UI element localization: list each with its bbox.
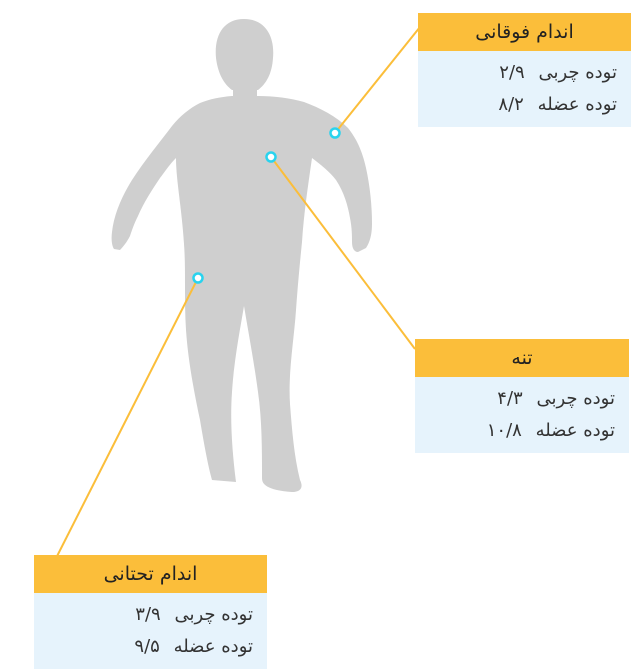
fat-mass-label: توده چربی bbox=[536, 388, 615, 409]
callout-title: تنه bbox=[415, 339, 629, 377]
muscle-mass-label: توده عضله bbox=[174, 636, 253, 657]
fat-mass-row: توده چربی ۲/۹ bbox=[418, 57, 617, 89]
muscle-mass-value: ۹/۵ bbox=[134, 636, 159, 657]
fat-mass-row: توده چربی ۳/۹ bbox=[34, 599, 253, 631]
fat-mass-value: ۲/۹ bbox=[499, 62, 524, 83]
muscle-mass-row: توده عضله ۹/۵ bbox=[34, 631, 253, 663]
connector-upper-limbs bbox=[335, 27, 420, 133]
connector-lower-limbs bbox=[48, 278, 198, 574]
callout-title: اندام فوقانی bbox=[418, 13, 631, 51]
muscle-mass-value: ۱۰/۸ bbox=[487, 420, 522, 441]
callout-body: توده چربی ۴/۳ توده عضله ۱۰/۸ bbox=[415, 377, 629, 453]
callout-title: اندام تحتانی bbox=[34, 555, 267, 593]
muscle-mass-value: ۸/۲ bbox=[498, 94, 523, 115]
muscle-mass-label: توده عضله bbox=[536, 420, 615, 441]
marker-lower-limbs bbox=[194, 274, 203, 283]
callout-trunk: تنه توده چربی ۴/۳ توده عضله ۱۰/۸ bbox=[415, 339, 629, 453]
human-silhouette bbox=[112, 19, 372, 492]
fat-mass-label: توده چربی bbox=[174, 604, 253, 625]
fat-mass-value: ۳/۹ bbox=[135, 604, 160, 625]
callout-body: توده چربی ۲/۹ توده عضله ۸/۲ bbox=[418, 51, 631, 127]
callout-body: توده چربی ۳/۹ توده عضله ۹/۵ bbox=[34, 593, 267, 669]
muscle-mass-row: توده عضله ۱۰/۸ bbox=[415, 415, 615, 447]
marker-trunk bbox=[267, 153, 276, 162]
fat-mass-label: توده چربی bbox=[538, 62, 617, 83]
marker-upper-limbs bbox=[331, 129, 340, 138]
callout-lower-limbs: اندام تحتانی توده چربی ۳/۹ توده عضله ۹/۵ bbox=[34, 555, 267, 669]
muscle-mass-label: توده عضله bbox=[538, 94, 617, 115]
muscle-mass-row: توده عضله ۸/۲ bbox=[418, 89, 617, 121]
fat-mass-row: توده چربی ۴/۳ bbox=[415, 383, 615, 415]
callout-upper-limbs: اندام فوقانی توده چربی ۲/۹ توده عضله ۸/۲ bbox=[418, 13, 631, 127]
fat-mass-value: ۴/۳ bbox=[497, 388, 522, 409]
